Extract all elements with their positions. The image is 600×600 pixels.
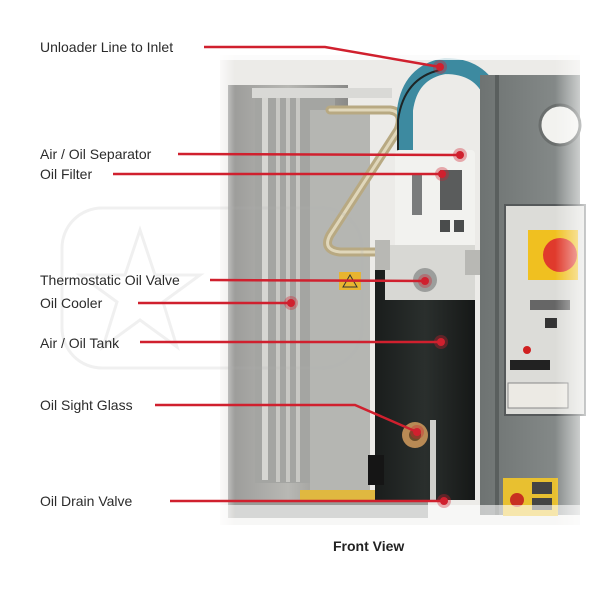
callout-dot-oil-sight-glass xyxy=(413,428,421,436)
callout-dot-air-oil-tank xyxy=(437,338,445,346)
figure-caption: Front View xyxy=(333,538,405,554)
callout-dot-thermostatic-oil-valve xyxy=(421,277,429,285)
label-oil-filter: Oil Filter xyxy=(40,166,93,182)
label-oil-drain-valve: Oil Drain Valve xyxy=(40,493,133,509)
callout-dot-oil-cooler xyxy=(287,299,295,307)
callout-dot-oil-drain-valve xyxy=(440,497,448,505)
leader-line-unloader-line xyxy=(204,45,441,69)
oil-filter-shape xyxy=(395,150,475,260)
watermark-logo xyxy=(60,206,364,370)
label-unloader-line: Unloader Line to Inlet xyxy=(40,39,174,55)
leader-line-air-oil-separator xyxy=(177,152,461,157)
leader-line-thermostatic-oil-valve xyxy=(209,278,426,283)
label-air-oil-separator: Air / Oil Separator xyxy=(40,146,152,162)
callout-dot-oil-filter xyxy=(438,170,446,178)
callout-dot-unloader-line xyxy=(436,63,444,71)
label-oil-cooler: Oil Cooler xyxy=(40,295,103,311)
label-air-oil-tank: Air / Oil Tank xyxy=(40,335,120,351)
label-thermostatic-oil-valve: Thermostatic Oil Valve xyxy=(40,272,180,288)
callout-dot-air-oil-separator xyxy=(456,151,464,159)
label-oil-sight-glass: Oil Sight Glass xyxy=(40,397,133,413)
leader-line-oil-sight-glass xyxy=(155,403,418,434)
air-oil-tank-shape xyxy=(375,270,475,500)
